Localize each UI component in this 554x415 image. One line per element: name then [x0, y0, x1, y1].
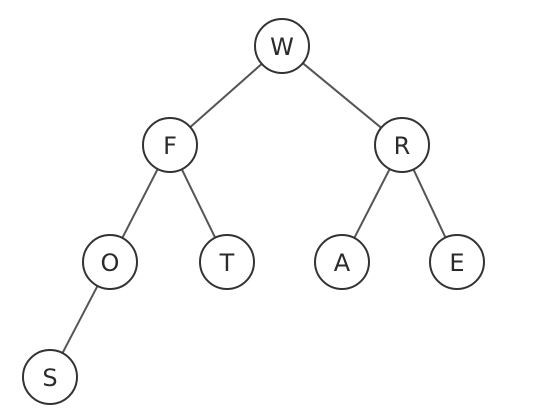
- node-label: A: [334, 249, 351, 277]
- node-label: F: [163, 132, 177, 160]
- tree-node-r: R: [374, 117, 430, 173]
- tree-node-o: O: [82, 234, 138, 290]
- edge-f-o: [121, 168, 159, 239]
- node-label: O: [101, 249, 120, 277]
- edge-w-f: [189, 63, 263, 128]
- node-label: S: [42, 364, 57, 392]
- edge-w-r: [302, 62, 382, 129]
- tree-node-a: A: [314, 234, 370, 290]
- node-circle: [82, 234, 138, 290]
- node-circle: [374, 117, 430, 173]
- edge-f-t: [180, 168, 217, 239]
- tree-nodes: W F R O T A E S: [22, 18, 485, 405]
- edge-r-a: [353, 168, 391, 239]
- node-circle: [429, 234, 485, 290]
- tree-node-e: E: [429, 234, 485, 290]
- tree-edges: [61, 62, 447, 354]
- node-circle: [199, 234, 255, 290]
- node-label: W: [270, 33, 294, 61]
- node-circle: [314, 234, 370, 290]
- node-circle: [254, 18, 310, 74]
- node-label: E: [449, 249, 464, 277]
- node-label: T: [219, 249, 235, 277]
- node-label: R: [394, 132, 411, 160]
- tree-node-t: T: [199, 234, 255, 290]
- edge-r-e: [412, 169, 447, 238]
- node-circle: [22, 349, 78, 405]
- tree-node-f: F: [142, 117, 198, 173]
- tree-node-s: S: [22, 349, 78, 405]
- edge-o-s: [61, 285, 99, 354]
- node-circle: [142, 117, 198, 173]
- tree-node-w: W: [254, 18, 310, 74]
